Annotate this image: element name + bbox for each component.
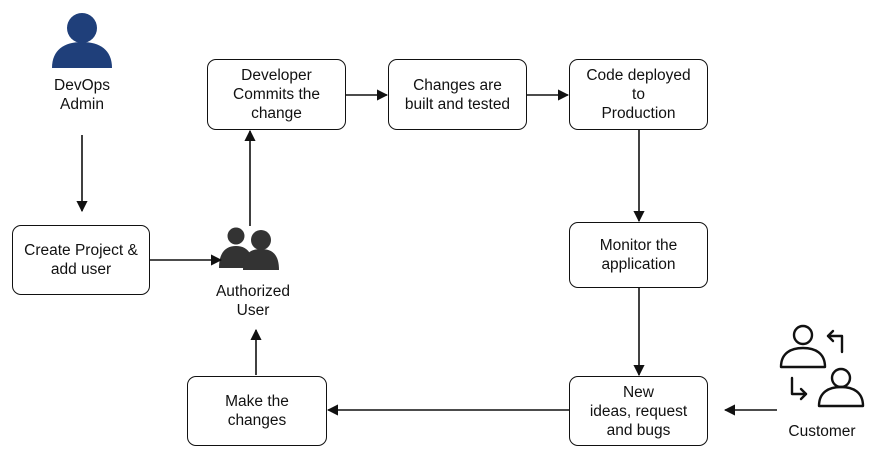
make-changes-box: Make the changes <box>187 376 327 446</box>
built-tested-box: Changes are built and tested <box>388 59 527 130</box>
customer-label: Customer <box>788 423 856 440</box>
admin-user-icon <box>52 13 112 68</box>
authorized-user-group-icon <box>219 227 279 270</box>
developer-commits-box: Developer Commits the change <box>207 59 346 130</box>
connectors <box>76 89 777 416</box>
code-deployed-box: Code deployed to Production <box>569 59 708 130</box>
authorized-user-label: Authorized User <box>215 283 291 319</box>
monitor-app-box: Monitor the application <box>569 222 708 288</box>
customer-exchange-icon <box>779 324 865 408</box>
devops-admin-label: DevOps Admin <box>54 77 110 113</box>
new-ideas-box: New ideas, request and bugs <box>569 376 708 446</box>
create-project-box: Create Project & add user <box>12 225 150 295</box>
